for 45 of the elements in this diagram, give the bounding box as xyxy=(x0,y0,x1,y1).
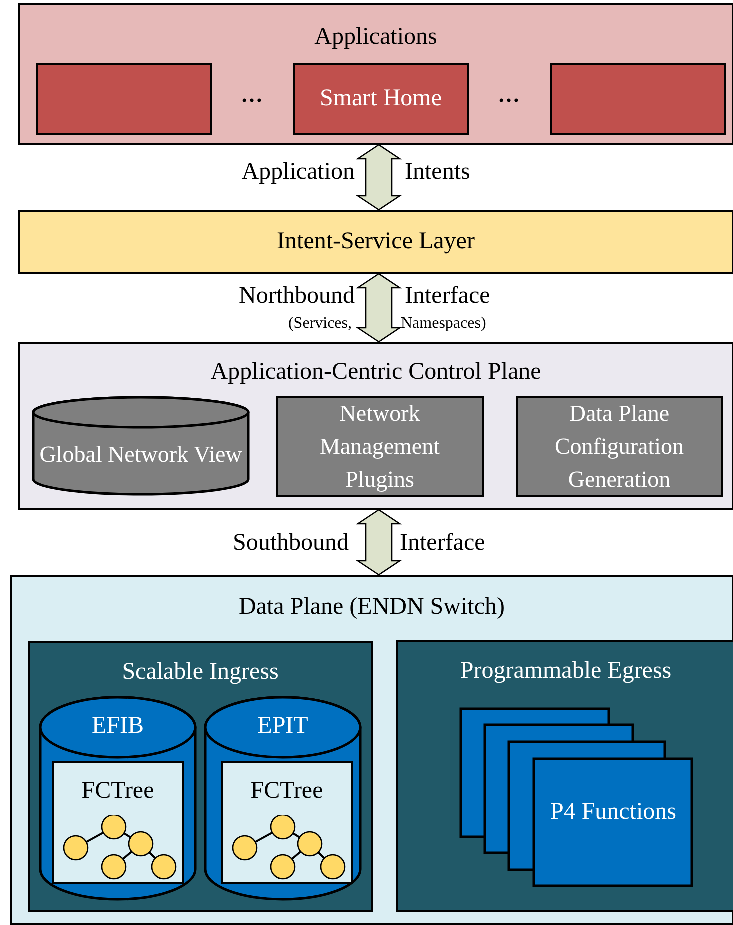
panel-title: FCTree xyxy=(250,777,324,806)
double-arrow xyxy=(356,273,402,343)
database-cylinder xyxy=(32,396,250,496)
structure-box xyxy=(52,761,184,884)
app-box xyxy=(550,63,726,135)
double-arrow xyxy=(356,509,402,576)
double-arrow xyxy=(356,144,402,211)
box-label: P4 Functions xyxy=(549,798,678,827)
module-box xyxy=(516,396,723,497)
function-card-stack xyxy=(460,708,693,887)
arrow-label: Namespaces) xyxy=(401,316,486,332)
box-label: EPIT xyxy=(256,712,310,741)
arrow-label: Application xyxy=(242,160,355,184)
table-cylinder xyxy=(204,696,362,901)
ellipsis: … xyxy=(241,84,263,106)
arrow-label: Southbound xyxy=(232,531,349,555)
box-label: Global Network View xyxy=(38,441,244,470)
panel-title: Programmable Egress xyxy=(459,657,673,686)
panel-title: Applications xyxy=(314,23,438,52)
panel-title: Data Plane (ENDN Switch) xyxy=(238,593,506,622)
layer-panel xyxy=(18,342,733,510)
layer-panel xyxy=(10,575,733,925)
arrow-label: Northbound xyxy=(239,284,355,308)
arrow-label: (Services, xyxy=(288,316,352,332)
app-box xyxy=(36,63,212,135)
layer-panel xyxy=(18,3,733,145)
module-panel xyxy=(396,640,733,912)
box-label: EFIB xyxy=(90,712,145,741)
panel-title: Scalable Ingress xyxy=(121,658,280,687)
box-label: Network Management Plugins xyxy=(318,399,442,494)
panel-title: FCTree xyxy=(80,777,156,806)
arrow-label: Interface xyxy=(400,531,486,555)
arrow-label: Interface xyxy=(405,284,490,308)
app-box xyxy=(293,63,469,135)
box-label: Smart Home xyxy=(319,84,443,114)
module-box xyxy=(276,396,484,497)
table-cylinder xyxy=(39,696,197,901)
ellipsis: … xyxy=(498,84,520,106)
box-label: Data Plane Configuration Generation xyxy=(554,399,686,494)
module-panel xyxy=(28,641,373,912)
structure-box xyxy=(221,761,353,884)
layer-panel xyxy=(18,210,733,274)
panel-title: Application-Centric Control Plane xyxy=(210,358,542,387)
arrow-label: Intents xyxy=(405,160,470,184)
box-label: Intent-Service Layer xyxy=(276,228,476,256)
